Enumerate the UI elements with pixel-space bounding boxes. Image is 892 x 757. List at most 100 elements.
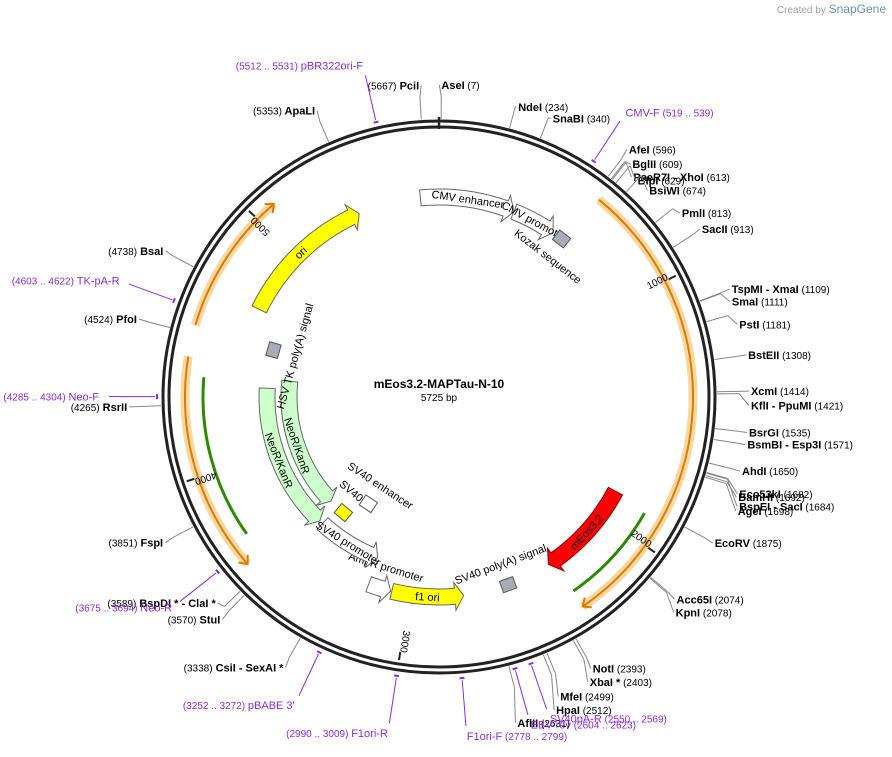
orf-arc-0 [582, 198, 694, 608]
site-leader-bspei [727, 478, 738, 507]
site-line-kpni [649, 577, 667, 593]
site-line-bamhi [705, 474, 727, 483]
site-leader-kpni [666, 592, 675, 613]
site-line-apali [319, 121, 330, 143]
site-line-mfei [546, 652, 556, 674]
primer-mark-pbr322ori-f [373, 120, 379, 124]
primer-line-ebv-rev [515, 670, 529, 715]
tick-4000 [186, 477, 195, 483]
tick-3000 [398, 651, 402, 661]
feature-kozak-label: Kozak sequence [512, 227, 584, 286]
site-hpai: HpaI (2512) [556, 705, 612, 717]
brand-prefix: Created by [776, 5, 826, 16]
site-leader-bsrgi [736, 430, 748, 433]
site-bamhi: BamHI (1692) [738, 492, 805, 504]
primer-line-pbabe3 [298, 653, 319, 696]
site-line-xbai [572, 640, 585, 660]
site-kpni: KpnI (2078) [676, 607, 732, 619]
site-line-pmli [655, 208, 673, 223]
site-leader-pfoi [138, 318, 149, 323]
site-leader-noti [586, 657, 592, 669]
site-line-aflii [508, 665, 515, 688]
site-leader-agei [725, 483, 737, 512]
site-leader-bsiwi [640, 175, 648, 191]
primer-mark-sv40pa-r [528, 661, 534, 666]
site-leader-bsmbi [735, 442, 746, 446]
site-line-bspei [706, 472, 728, 480]
site-leader-hpai [551, 675, 555, 711]
site-psti: PstI (1181) [739, 319, 790, 331]
site-xbai: XbaI * (2403) [590, 677, 652, 689]
site-rsrii: (4265) RsrII [71, 402, 127, 414]
site-afei: AfeI (596) [629, 144, 676, 156]
site-line-bsrgi [715, 428, 738, 432]
site-line-bsteii [714, 356, 737, 361]
site-line-bglii [610, 161, 626, 180]
site-line-snabi [539, 117, 549, 139]
primer-mark-f1ori-r [394, 674, 400, 678]
primer-mark-cmv-f [591, 159, 597, 164]
site-leader-psti [727, 315, 738, 325]
site-stui: (3570) StuI [168, 615, 221, 627]
feature-ori [251, 203, 360, 314]
site-bsai: (4738) BsaI [108, 246, 163, 258]
site-leader-eco53ki [727, 478, 738, 495]
site-line-stui [228, 594, 245, 612]
site-leader-pcii [419, 85, 422, 98]
primer-line-cmv-f [594, 120, 621, 160]
feature-sv40-ori [333, 502, 354, 523]
site-line-tspmi [699, 292, 721, 302]
site-paer7i: PaeR7I - XhoI (613) [633, 172, 729, 184]
site-leader-ecorv [703, 536, 713, 544]
site-fspi: (3851) FspI [109, 538, 164, 550]
feature-hsv-tk-polya [265, 341, 282, 360]
site-leader-stui [221, 610, 230, 620]
site-line-afei [607, 158, 622, 177]
site-acc65i: Acc65I (2074) [677, 594, 744, 606]
orf-layer [180, 196, 698, 611]
site-leader-snabi [548, 117, 551, 119]
site-ahdi: AhdI (1650) [742, 466, 798, 478]
site-leader-apali [316, 110, 321, 122]
primer-mark-tk-pa-r [172, 297, 176, 304]
orf-arc-1 [184, 356, 249, 565]
site-bsteii: BstEII (1308) [748, 350, 811, 362]
primer-line-tk-pa-r [128, 283, 173, 301]
green-orf-1 [201, 377, 248, 535]
site-leader-asei [438, 84, 442, 98]
site-line-smai [699, 293, 721, 302]
orf-arc-2 [194, 203, 275, 326]
orf-arrow-1 [238, 554, 249, 566]
primer-neo-f: (4285 .. 4304) Neo-F [3, 392, 99, 404]
site-leader-csii [285, 656, 290, 668]
site-leader-tspmi [720, 288, 730, 294]
feature-meos32 [546, 486, 624, 572]
primer-line-f1ori-r [388, 677, 397, 724]
feature-neo-outer [258, 387, 326, 526]
snapgene-logo: SnapGene [828, 2, 886, 16]
primer-f1ori-r: (2990 .. 3009) F1ori-R [286, 728, 388, 740]
site-leader-xbai [583, 659, 589, 683]
feature-sv40-enhancer [358, 494, 379, 514]
site-line-bsmbi [713, 438, 736, 444]
snapgene-brand: Created by SnapGene [777, 2, 886, 16]
site-line-eco53ki [706, 472, 728, 480]
site-mfei: MfeI (2499) [560, 691, 614, 703]
orf-arrow-0 [581, 597, 592, 609]
feature-cmv-promoter [510, 203, 554, 241]
site-line-paer7i [611, 162, 627, 180]
primer-f1ori-f: F1ori-F (2778 .. 2799) [467, 731, 567, 743]
site-kfli: KflI - PpuMI (1421) [751, 400, 843, 412]
site-leader-paer7i [625, 162, 632, 178]
primer-line-sv40pa-r [531, 665, 548, 710]
site-aflii: AflII (2631) [517, 718, 569, 730]
site-pfoi: (4524) PfoI [84, 314, 137, 326]
primer-pbabe3: (3252 .. 3272) pBABE 3' [183, 700, 295, 712]
orf-arrow-2 [264, 203, 275, 214]
site-agei: AgeI (1698) [738, 506, 794, 518]
site-leader-kfli [738, 393, 750, 406]
site-leader-aflii [513, 687, 516, 723]
site-pmli: PmlI (813) [682, 208, 731, 220]
site-line-bsai [173, 256, 194, 268]
